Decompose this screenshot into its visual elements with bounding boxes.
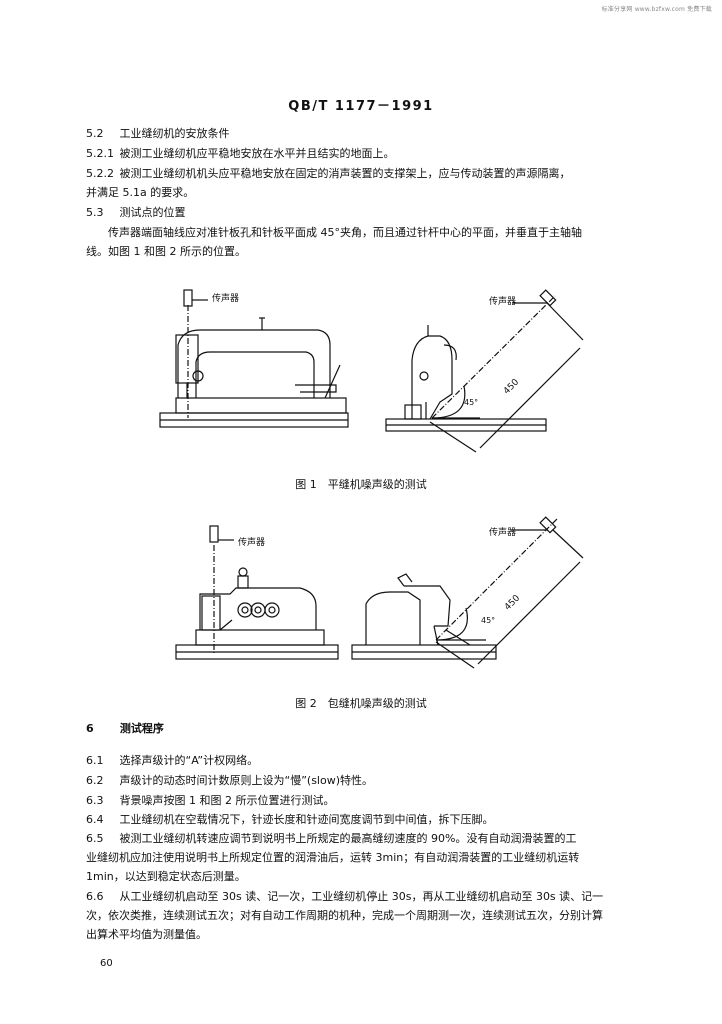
fig1-mic-label-right: 传声器 [489, 297, 517, 307]
clause-5-2-2-cont: 并满足 5.1a 的要求。 [86, 186, 195, 199]
clause-number: 6.3 [86, 794, 104, 807]
clause-6-5-cont1: 业缝纫机应加注使用说明书上所规定位置的润滑油后，运转 3min；有自动润滑装置的… [86, 851, 580, 864]
clause-text: 测试点的位置 [119, 206, 186, 219]
clause-5-2-2: 5.2.2 被测工业缝纫机机头应平稳地安放在固定的消声装置的支撑架上，应与传动装… [86, 164, 646, 183]
clause-text: 被测工业缝纫机应平稳地安放在水平并且结实的地面上。 [119, 147, 395, 160]
clause-text: 声级计的动态时间计数原则上设为“慢”(slow)特性。 [119, 774, 374, 787]
clause-text: 被测工业缝纫机转速应调节到说明书上所规定的最高缝纫速度的 90%。没有自动润滑装… [119, 832, 577, 845]
clause-number: 6.2 [86, 774, 104, 787]
fig1-side-view-drawing [385, 289, 584, 453]
clause-6-1: 6.1 选择声级计的“A”计权网络。 [86, 751, 646, 770]
clause-number: 6.1 [86, 754, 104, 767]
clause-6-5-cont2: 1min，以达到稳定状态后测量。 [86, 870, 246, 883]
clause-5-2: 5.2 工业缝纫机的安放条件 [86, 124, 646, 143]
page-number: 60 [100, 958, 113, 969]
clause-number: 6.5 [86, 832, 104, 845]
standard-header: QB/T 1177－1991 [288, 99, 434, 114]
clause-text: 工业缝纫机的安放条件 [119, 127, 230, 140]
clause-text: 工业缝纫机在空载情况下，针迹长度和针迹间宽度调节到中间值，拆下压脚。 [119, 813, 494, 826]
clause-5-2-1: 5.2.1 被测工业缝纫机应平稳地安放在水平并且结实的地面上。 [86, 144, 646, 163]
section-title: 测试程序 [119, 722, 164, 735]
fig2-mic-label-right: 传声器 [489, 528, 517, 538]
clause-text: 选择声级计的“A”计权网络。 [119, 754, 259, 767]
figure1-caption: 图 1 平缝机噪声级的测试 [295, 478, 427, 491]
section-number: 6 [86, 722, 94, 735]
section-6-heading: 6 测试程序 [86, 719, 646, 738]
fig1-angle-label: 45° [464, 398, 479, 407]
clause-text: 从工业缝纫机启动至 30s 读、记一次，工业缝纫机停止 30s，再从工业缝纫机启… [119, 890, 604, 903]
clause-5-3-body-line2: 线。如图 1 和图 2 所示的位置。 [86, 245, 246, 258]
fig2-side-view-drawing [351, 516, 584, 669]
clause-6-6: 6.6 从工业缝纫机启动至 30s 读、记一次，工业缝纫机停止 30s，再从工业… [86, 887, 646, 906]
watermark: 标准分享网 www.bzfxw.com 免费下载 [601, 6, 712, 13]
clause-6-4: 6.4 工业缝纫机在空载情况下，针迹长度和针迹间宽度调节到中间值，拆下压脚。 [86, 810, 646, 829]
fig2-overlock-machine-drawing [175, 525, 339, 660]
clause-number: 5.2.2 [86, 167, 114, 180]
clause-6-6-cont1: 次，依次类推，连续测试五次；对有自动工作周期的机种，完成一个周期测一次，连续测试… [86, 909, 603, 922]
clause-number: 6.6 [86, 890, 104, 903]
clause-text: 被测工业缝纫机机头应平稳地安放在固定的消声装置的支撑架上，应与传动装置的声源隔离… [119, 167, 571, 180]
clause-text: 背景噪声按图 1 和图 2 所示位置进行测试。 [119, 794, 335, 807]
clause-number: 5.3 [86, 206, 104, 219]
clause-6-5: 6.5 被测工业缝纫机转速应调节到说明书上所规定的最高缝纫速度的 90%。没有自… [86, 829, 646, 848]
clause-5-3-body-line1: 传声器端面轴线应对准针板孔和针板平面成 45°夹角，而且通过针杆中心的平面，并垂… [108, 226, 582, 239]
clause-5-3: 5.3 测试点的位置 [86, 203, 646, 222]
clause-6-6-cont2: 出算术平均值为测量值。 [86, 928, 207, 941]
fig2-mic-label-left: 传声器 [238, 538, 266, 548]
fig1-lockstitch-machine-drawing [159, 289, 349, 428]
clause-number: 6.4 [86, 813, 104, 826]
fig2-angle-label: 45° [481, 616, 496, 625]
clause-number: 5.2.1 [86, 147, 114, 160]
clause-number: 5.2 [86, 127, 104, 140]
fig1-mic-label-left: 传声器 [212, 294, 240, 304]
figure2-caption: 图 2 包缝机噪声级的测试 [295, 697, 427, 710]
clause-6-2: 6.2 声级计的动态时间计数原则上设为“慢”(slow)特性。 [86, 771, 646, 790]
clause-6-3: 6.3 背景噪声按图 1 和图 2 所示位置进行测试。 [86, 791, 646, 810]
